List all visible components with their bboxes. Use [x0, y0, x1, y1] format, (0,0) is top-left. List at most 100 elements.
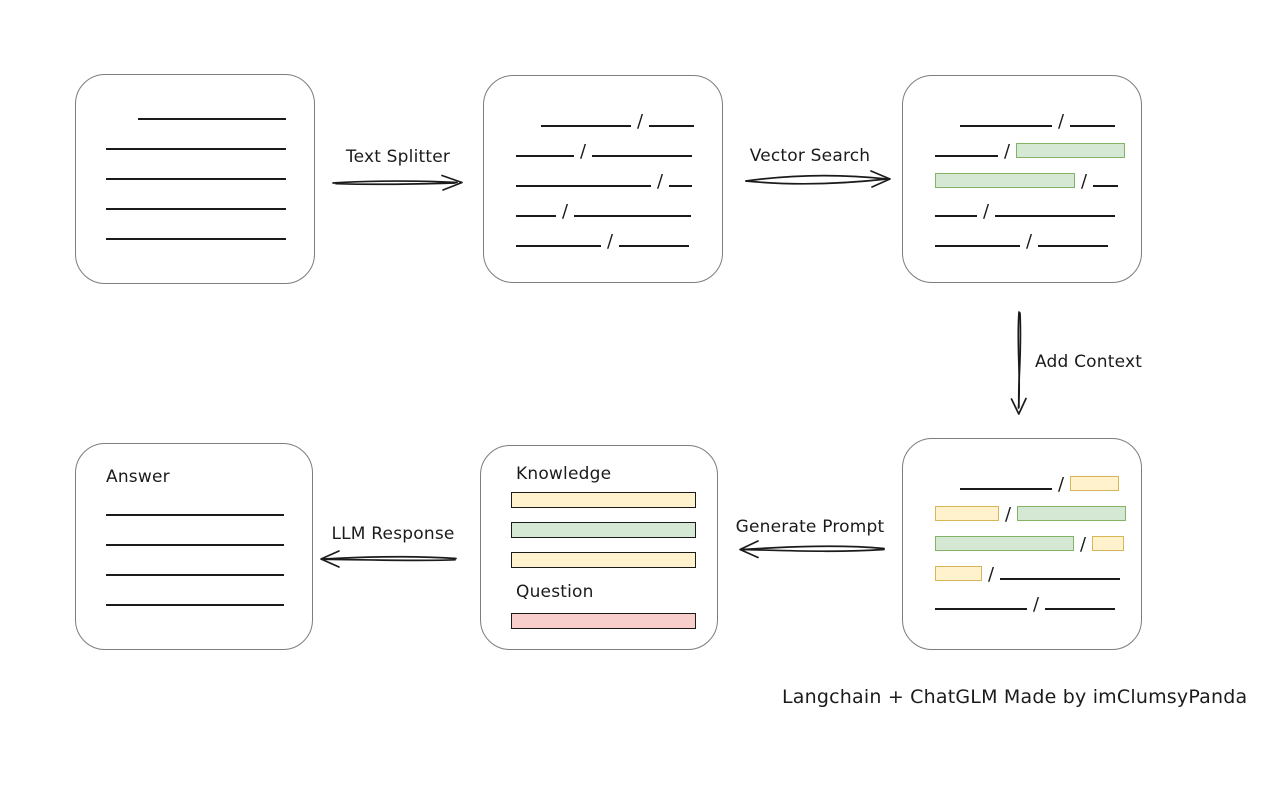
- green-bar: [511, 522, 696, 538]
- text-line: [516, 245, 601, 247]
- slash-separator: /: [1081, 171, 1088, 192]
- text-row: [106, 547, 312, 577]
- text-row: /: [935, 521, 1141, 555]
- generate-prompt-label: Generate Prompt: [735, 517, 885, 537]
- answer-label: Answer: [106, 467, 170, 487]
- text-row: /: [935, 491, 1141, 525]
- yellow-bar: [511, 492, 696, 508]
- document-box: [75, 74, 315, 284]
- text-row: /: [935, 551, 1141, 585]
- text-row: /: [935, 218, 1141, 252]
- text-row: /: [935, 461, 1141, 495]
- indent-gap: [935, 127, 960, 128]
- text-splitter-label: Text Splitter: [345, 147, 451, 167]
- text-line: [1045, 608, 1116, 610]
- text-line: [935, 608, 1027, 610]
- matched-chunks-box: / / / / /: [902, 75, 1142, 283]
- yellow-highlight-chip: [935, 566, 982, 581]
- slash-separator: /: [988, 564, 995, 585]
- slash-separator: /: [1026, 231, 1033, 252]
- text-row: /: [516, 218, 722, 252]
- text-line: [516, 185, 651, 187]
- knowledge-bars: [511, 492, 717, 568]
- answer-box: Answer: [75, 443, 313, 650]
- slash-separator: /: [580, 141, 587, 162]
- text-line: [1038, 245, 1109, 247]
- indent-gap: [516, 127, 541, 128]
- text-line: [1000, 578, 1121, 580]
- text-line: [649, 125, 695, 127]
- vector-search-label: Vector Search: [749, 146, 871, 166]
- indent-gap: [935, 490, 960, 491]
- slash-separator: /: [983, 201, 990, 222]
- slash-separator: /: [1005, 504, 1012, 525]
- text-row: /: [935, 188, 1141, 222]
- text-row: [106, 517, 312, 547]
- text-row: [106, 181, 314, 211]
- text-line: [106, 514, 284, 516]
- slash-separator: /: [1080, 534, 1087, 555]
- text-row: /: [516, 188, 722, 222]
- text-line: [935, 215, 977, 217]
- text-line: [960, 488, 1052, 490]
- text-line: [960, 125, 1052, 127]
- text-row: [106, 151, 314, 181]
- text-line: [995, 215, 1116, 217]
- add-context-arrow: [1010, 311, 1027, 415]
- text-row: /: [935, 98, 1141, 132]
- question-bars: [511, 613, 717, 629]
- text-line: [106, 604, 284, 606]
- green-highlight-chip: [1017, 506, 1127, 521]
- llm-response-label: LLM Response: [331, 524, 455, 544]
- text-row: [106, 487, 312, 517]
- text-row: /: [516, 98, 722, 132]
- text-line: [935, 245, 1020, 247]
- knowledge-label: Knowledge: [516, 464, 612, 484]
- text-line: [669, 185, 693, 187]
- text-line: [106, 178, 286, 180]
- text-line: [106, 574, 284, 576]
- red-bar: [511, 613, 696, 629]
- slash-separator: /: [1033, 594, 1040, 615]
- generate-prompt-arrow: [739, 540, 885, 559]
- text-line: [106, 544, 284, 546]
- slash-separator: /: [1058, 111, 1065, 132]
- split-chunks-box: / / / / /: [483, 75, 723, 283]
- yellow-highlight-chip: [1092, 536, 1125, 551]
- text-row: /: [516, 128, 722, 162]
- yellow-highlight-chip: [1070, 476, 1120, 491]
- green-highlight-chip: [935, 536, 1074, 551]
- text-line: [138, 118, 286, 120]
- slash-separator: /: [1058, 474, 1065, 495]
- slash-separator: /: [1004, 141, 1011, 162]
- text-line: [1093, 185, 1119, 187]
- text-line: [516, 155, 574, 157]
- answer-lines: [106, 487, 312, 607]
- text-splitter-arrow: [332, 174, 463, 191]
- green-highlight-chip: [1016, 143, 1126, 158]
- slash-separator: /: [562, 201, 569, 222]
- text-row: /: [935, 128, 1141, 162]
- text-row: [106, 91, 314, 121]
- text-row: [106, 211, 314, 241]
- add-context-label: Add Context: [1035, 352, 1143, 372]
- text-line: [935, 155, 998, 157]
- green-highlight-chip: [935, 173, 1075, 188]
- slash-separator: /: [657, 171, 664, 192]
- slash-separator: /: [607, 231, 614, 252]
- question-label: Question: [516, 582, 594, 602]
- text-line: [106, 148, 286, 150]
- slash-separator: /: [637, 111, 644, 132]
- vector-search-arrow: [745, 170, 891, 188]
- yellow-highlight-chip: [935, 506, 999, 521]
- prompt-box: Knowledge Question: [480, 445, 718, 650]
- indent-gap: [106, 120, 138, 121]
- text-line: [592, 155, 693, 157]
- text-line: [1070, 125, 1116, 127]
- text-row: /: [516, 158, 722, 192]
- llm-response-arrow: [320, 550, 457, 568]
- text-line: [574, 215, 692, 217]
- text-line: [516, 215, 556, 217]
- text-line: [106, 238, 286, 240]
